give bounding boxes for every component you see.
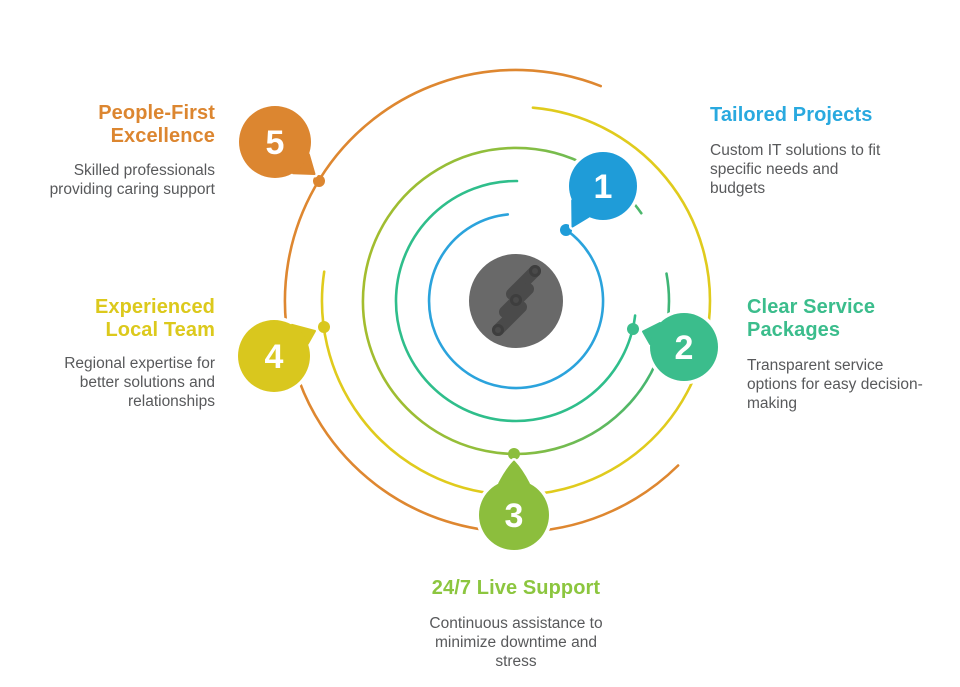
- arc-dot-3: [508, 448, 520, 460]
- arc-ring-2: [394, 179, 637, 423]
- item-description-5: Skilled professionals providing caring s…: [49, 162, 215, 198]
- bubble-1: 1: [565, 148, 641, 230]
- bubble-number-4: 4: [265, 338, 284, 376]
- item-description-4: Regional expertise for better solutions …: [64, 355, 215, 410]
- item-title-2: Clear Service Packages: [747, 296, 876, 341]
- bubble-2: 2: [639, 309, 722, 385]
- bubble-4: 4: [234, 316, 319, 396]
- item-description-1: Custom IT solutions to fit specific need…: [710, 142, 881, 197]
- arc-dot-5: [313, 175, 325, 187]
- item-title-5: People-First Excellence: [98, 102, 215, 147]
- arc-dot-1: [560, 224, 572, 236]
- arc-ring-4: [320, 106, 712, 497]
- arc-ring-1: [427, 213, 605, 390]
- bubble-3: 3: [475, 458, 553, 554]
- bubble-number-3: 3: [505, 497, 524, 535]
- logo-bar-dots: [492, 265, 541, 336]
- item-description-2: Transparent service options for easy dec…: [747, 357, 923, 412]
- arc-ring-3: [361, 146, 671, 456]
- item-description-3: Continuous assistance to minimize downti…: [429, 615, 603, 670]
- item-title-1: Tailored Projects: [710, 104, 873, 126]
- bubble-5: 5: [235, 102, 318, 182]
- bubble-number-2: 2: [675, 329, 694, 367]
- bubble-number-5: 5: [266, 124, 285, 162]
- arc-dot-2: [627, 323, 639, 335]
- arc-dot-4: [318, 321, 330, 333]
- bubble-number-1: 1: [594, 168, 613, 206]
- center-logo: [469, 254, 563, 348]
- item-title-4: Experienced Local Team: [94, 296, 215, 341]
- item-title-3: 24/7 Live Support: [431, 577, 601, 599]
